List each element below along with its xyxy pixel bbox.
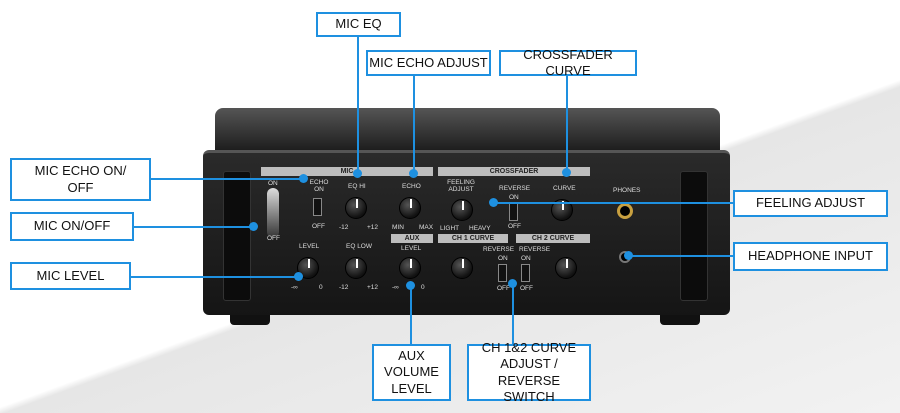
ch1-reverse-on: ON bbox=[498, 255, 508, 262]
echo-knob[interactable] bbox=[399, 197, 421, 219]
leader-line bbox=[512, 283, 514, 345]
ch2-reverse-switch[interactable] bbox=[521, 264, 530, 282]
mic-on-label: ON bbox=[268, 180, 278, 187]
left-side-handle bbox=[223, 171, 251, 301]
callout-feeling-adjust: FEELING ADJUST bbox=[733, 190, 888, 217]
leader-line bbox=[357, 36, 359, 173]
aux-level-knob[interactable] bbox=[399, 257, 421, 279]
callout-mic-eq: MIC EQ bbox=[316, 12, 401, 37]
mic-section-header: MIC bbox=[261, 167, 433, 176]
eq-low-max: +12 bbox=[367, 284, 379, 291]
pointer-dot bbox=[406, 281, 415, 290]
pointer-dot bbox=[299, 174, 308, 183]
callout-mic-on-off: MIC ON/OFF bbox=[10, 212, 134, 241]
mic-level-max: 0 bbox=[319, 284, 323, 291]
pointer-dot bbox=[409, 169, 418, 178]
feeling-heavy: HEAVY bbox=[469, 225, 491, 232]
ch1-reverse-off: OFF bbox=[497, 285, 510, 292]
eq-hi-knob[interactable] bbox=[345, 197, 367, 219]
callout-mic-echo-adjust: MIC ECHO ADJUST bbox=[366, 50, 491, 76]
pointer-dot bbox=[508, 279, 517, 288]
callout-mic-echo-on-off: MIC ECHO ON/ OFF bbox=[10, 158, 151, 201]
ch1-reverse-label: REVERSE bbox=[483, 246, 515, 253]
aux-level-min: -∞ bbox=[392, 284, 399, 291]
mic-off-label: OFF bbox=[267, 235, 280, 242]
leader-line bbox=[628, 255, 733, 257]
mic-echo-switch[interactable] bbox=[313, 198, 322, 216]
feeling-light: LIGHT bbox=[440, 225, 460, 232]
mixer-front-panel: MIC ON OFF ECHO ON OFF EQ HI -12 +12 ECH… bbox=[203, 150, 730, 315]
eq-low-knob[interactable] bbox=[345, 257, 367, 279]
ch2-reverse-off: OFF bbox=[520, 285, 533, 292]
mic-on-off-switch[interactable] bbox=[267, 188, 279, 238]
echo-label: ECHO bbox=[402, 183, 421, 190]
ch1-reverse-switch[interactable] bbox=[498, 264, 507, 282]
callout-mic-level: MIC LEVEL bbox=[10, 262, 131, 290]
callout-headphone-input: HEADPHONE INPUT bbox=[733, 242, 888, 271]
aux-level-label: LEVEL bbox=[401, 245, 422, 252]
pointer-dot bbox=[489, 198, 498, 207]
leader-line bbox=[410, 285, 412, 345]
leader-line bbox=[566, 75, 568, 172]
pointer-dot bbox=[353, 169, 362, 178]
crossfader-curve-knob[interactable] bbox=[551, 199, 573, 221]
headphone-jack-large[interactable] bbox=[617, 203, 633, 219]
eq-low-min: -12 bbox=[339, 284, 349, 291]
echo-max: MAX bbox=[419, 224, 434, 231]
echo-on-label: ECHO ON bbox=[309, 179, 329, 193]
eq-low-label: EQ LOW bbox=[346, 243, 373, 250]
eq-hi-label: EQ HI bbox=[348, 183, 366, 190]
mic-level-min: -∞ bbox=[291, 284, 298, 291]
echo-min: MIN bbox=[392, 224, 404, 231]
aux-level-max: 0 bbox=[421, 284, 425, 291]
crossfader-reverse-off: OFF bbox=[508, 223, 521, 230]
pointer-dot bbox=[249, 222, 258, 231]
crossfader-reverse-label: REVERSE bbox=[499, 185, 531, 192]
leader-line bbox=[150, 178, 303, 180]
leader-line bbox=[130, 276, 298, 278]
ch2-reverse-on: ON bbox=[521, 255, 531, 262]
mic-level-label: LEVEL bbox=[299, 243, 320, 250]
callout-crossfader-curve: CROSSFADER CURVE bbox=[499, 47, 637, 78]
pointer-dot bbox=[562, 168, 571, 177]
feeling-adjust-label: FEELING ADJUST bbox=[447, 179, 475, 193]
mixer-top-knobs bbox=[215, 108, 720, 153]
crossfader-reverse-switch[interactable] bbox=[509, 203, 518, 221]
eq-hi-min: -12 bbox=[339, 224, 349, 231]
pointer-dot bbox=[294, 272, 303, 281]
ch1-curve-knob[interactable] bbox=[451, 257, 473, 279]
echo-off-label: OFF bbox=[312, 223, 325, 230]
curve-label: CURVE bbox=[553, 185, 576, 192]
ch2-reverse-label: REVERSE bbox=[519, 246, 551, 253]
feeling-adjust-knob[interactable] bbox=[451, 199, 473, 221]
crossfader-reverse-on: ON bbox=[509, 194, 519, 201]
right-side-handle bbox=[680, 171, 708, 301]
leader-line bbox=[493, 202, 733, 204]
pointer-dot bbox=[624, 251, 633, 260]
phones-label: PHONES bbox=[613, 187, 641, 194]
foot bbox=[230, 315, 270, 325]
leader-line bbox=[413, 75, 415, 173]
leader-line bbox=[133, 226, 253, 228]
callout-aux-volume-level: AUX VOLUME LEVEL bbox=[372, 344, 451, 401]
ch2-curve-header: CH 2 CURVE bbox=[516, 234, 590, 243]
foot bbox=[660, 315, 700, 325]
ch1-curve-header: CH 1 CURVE bbox=[438, 234, 508, 243]
callout-ch-curve-reverse: CH 1&2 CURVE ADJUST / REVERSE SWITCH bbox=[467, 340, 591, 404]
ch2-curve-knob[interactable] bbox=[555, 257, 577, 279]
eq-hi-max: +12 bbox=[367, 224, 379, 231]
aux-header: AUX bbox=[391, 234, 433, 243]
crossfader-header: CROSSFADER bbox=[438, 167, 590, 176]
